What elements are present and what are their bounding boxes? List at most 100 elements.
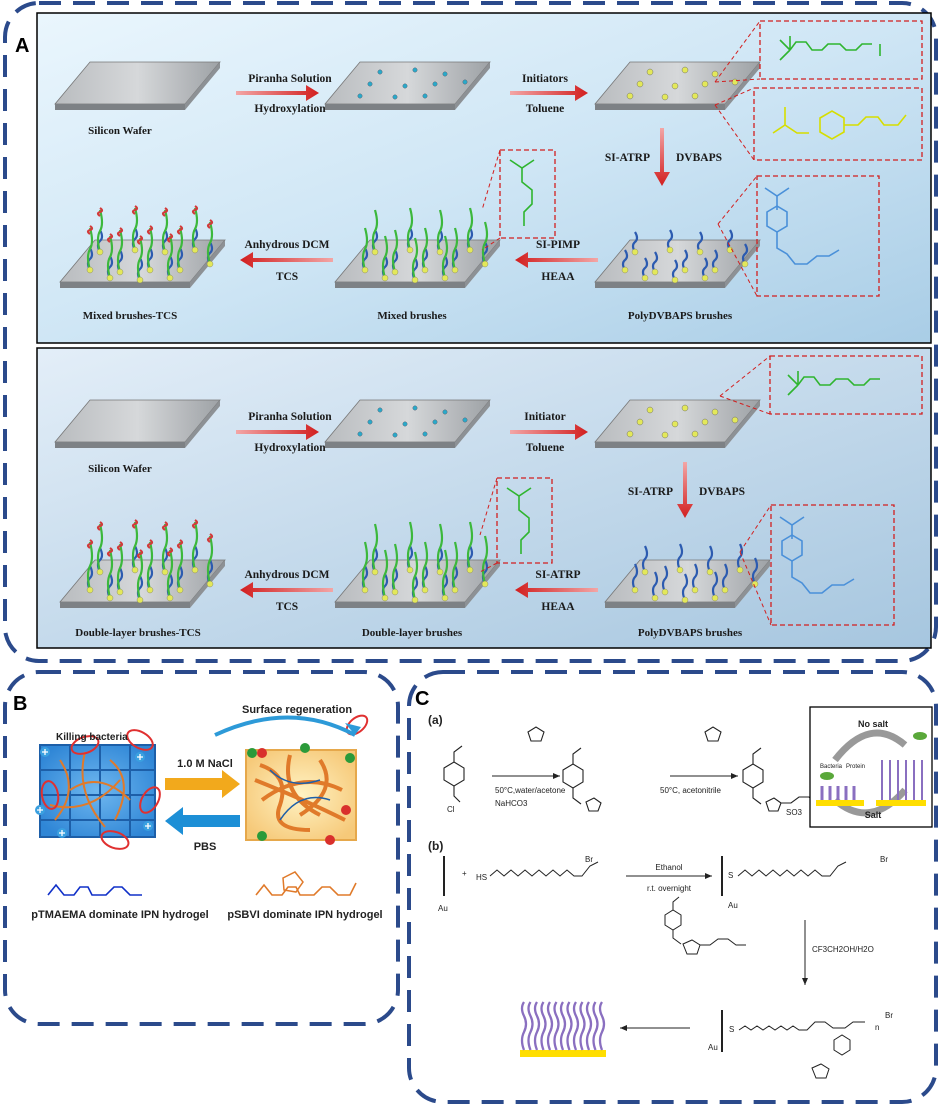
panel-a-frame	[3, 1, 938, 663]
chem-br-2: Br	[880, 855, 888, 864]
chem-au-1: Au	[438, 904, 448, 913]
chem-br-1: Br	[585, 855, 593, 864]
step-dvbaps-top: DVBAPS	[676, 152, 722, 164]
step-hydroxylation-top: Hydroxylation	[254, 103, 326, 115]
wafer-double-layer-tcs-bottom	[59, 519, 226, 608]
label-double-layer-brushes-tcs: Double-layer brushes-TCS	[75, 627, 200, 639]
arrow-piranha-top	[236, 85, 319, 101]
arrow-sipimp-top	[515, 252, 598, 268]
structure-polydvbaps-bottom	[739, 504, 895, 626]
wafer-polydvbaps-bottom	[604, 543, 771, 608]
step-siatrp-top: SI-ATRP	[605, 152, 650, 164]
scheme-a-structures	[443, 726, 834, 812]
panel-b-label: B	[13, 693, 27, 715]
chem-plus: +	[462, 869, 467, 878]
label-mixed-brushes: Mixed brushes	[377, 310, 447, 322]
polymer-brush-surface	[520, 1001, 606, 1057]
panel-a-label: A	[15, 35, 29, 57]
label-no-salt: No salt	[858, 719, 888, 729]
step-dcm-top: Anhydrous DCM	[244, 239, 329, 251]
panel-c-frame	[407, 670, 938, 1104]
label-silicon-wafer-top: Silicon Wafer	[88, 125, 152, 137]
imidazole-ring-b	[282, 871, 304, 893]
step-heaa-top: HEAA	[541, 271, 575, 283]
chem-s-1: S	[728, 871, 733, 880]
caption-ptmaema: pTMAEMA dominate IPN hydrogel	[31, 909, 208, 921]
imidazole-ring-grafted	[811, 1063, 830, 1079]
caption-psbvi: pSBVI dominate IPN hydrogel	[227, 909, 382, 921]
wafer-double-layer-bottom	[334, 521, 501, 608]
arrow-pbs	[165, 807, 240, 835]
wafer-hydroxylated-bottom	[324, 399, 491, 448]
step-piranha-top: Piranha Solution	[248, 73, 332, 85]
arrow-siatrp2-bottom	[515, 582, 598, 598]
structure-sam	[737, 861, 847, 877]
cond-acetonitrile: 50°C, acetonitrile	[660, 786, 722, 795]
cond-nahco3: NaHCO3	[495, 799, 528, 808]
arrow-regeneration-head	[345, 723, 361, 735]
step-dcm-bottom: Anhydrous DCM	[244, 569, 329, 581]
structure-thiol	[489, 861, 599, 877]
arrow-regeneration	[214, 715, 356, 737]
step-tcs-top: TCS	[276, 271, 298, 283]
structure-grafted-polymer	[738, 1021, 865, 1031]
label-protein-inset: Protein	[846, 764, 865, 770]
wafer-hydroxylated-top	[324, 61, 491, 110]
label-silicon-wafer-bottom: Silicon Wafer	[88, 463, 152, 475]
step-piranha-bottom: Piranha Solution	[248, 411, 332, 423]
panel-b-frame	[3, 670, 400, 1026]
step-initiator-bottom: Initiator	[524, 411, 566, 423]
bacteria-icon	[40, 714, 369, 850]
arrow-piranha-bottom	[236, 424, 319, 440]
arrow-step-a1-head	[553, 773, 560, 779]
chem-hs: HS	[476, 873, 487, 882]
step-heaa-bottom: HEAA	[541, 601, 575, 613]
arrow-dcm-bottom	[240, 582, 333, 598]
structure-heaa-top	[481, 149, 556, 251]
structure-sbvi-monomer	[664, 896, 746, 955]
label-poly-brushes-top: PolyDVBAPS brushes	[628, 310, 733, 322]
arrow-nacl	[165, 770, 240, 798]
salt-response-inset	[809, 706, 933, 828]
chem-s-2: S	[729, 1025, 734, 1034]
step-toluene-bottom: Toluene	[526, 442, 565, 454]
chem-br-3: Br	[885, 1011, 893, 1020]
arrow-step-b2-head	[802, 978, 808, 985]
blue-hydrogel	[39, 744, 156, 838]
step-siatrp-bottom: SI-ATRP	[628, 486, 673, 498]
structure-dvbaps-initiator-top	[714, 87, 923, 161]
step-sipimp-top: SI-PIMP	[536, 239, 580, 251]
structure-initiator-bottom	[719, 355, 923, 415]
step-initiators-top: Initiators	[522, 73, 569, 85]
arrow-step-b1-head	[705, 873, 712, 879]
arrow-dcm-top	[240, 252, 333, 268]
arrow-step-b3-head	[620, 1025, 627, 1031]
label-poly-brushes-bottom: PolyDVBAPS brushes	[638, 627, 743, 639]
arrow-siatrp-top	[654, 128, 670, 186]
benzene-ring-grafted	[833, 1034, 851, 1056]
label-bacteria-inset: Bacteria	[820, 764, 843, 770]
label-killing-bacteria: Killing bacteria	[56, 732, 128, 743]
wafer-silicon-bottom	[54, 399, 221, 448]
step-siatrp2-bottom: SI-ATRP	[535, 569, 580, 581]
label-nacl: 1.0 M NaCl	[177, 758, 233, 770]
step-dvbaps-bottom: DVBAPS	[699, 486, 745, 498]
label-sub-b: (b)	[428, 839, 443, 853]
wafer-silicon-top	[54, 61, 221, 110]
cond-ethanol: Ethanol	[655, 863, 682, 872]
chem-au-2: Au	[728, 901, 738, 910]
cond-water-acetone: 50°C,water/acetone	[495, 786, 566, 795]
cond-overnight: r.t. overnight	[647, 884, 692, 893]
structure-polydvbaps-top	[717, 175, 880, 297]
arrow-siatrp-bottom	[677, 462, 693, 518]
cond-solvent: CF3CH2OH/H2O	[812, 945, 874, 954]
chem-so3: SO3	[786, 808, 803, 817]
arrow-step-a2-head	[731, 773, 738, 779]
wafer-mixed-tcs-top	[59, 205, 226, 288]
structure-ptmaema	[47, 883, 142, 896]
wafer-mixed-top	[334, 207, 501, 288]
arrow-initiators-top	[510, 85, 588, 101]
chem-cl: Cl	[447, 805, 455, 814]
panel-c-label: C	[415, 688, 429, 710]
